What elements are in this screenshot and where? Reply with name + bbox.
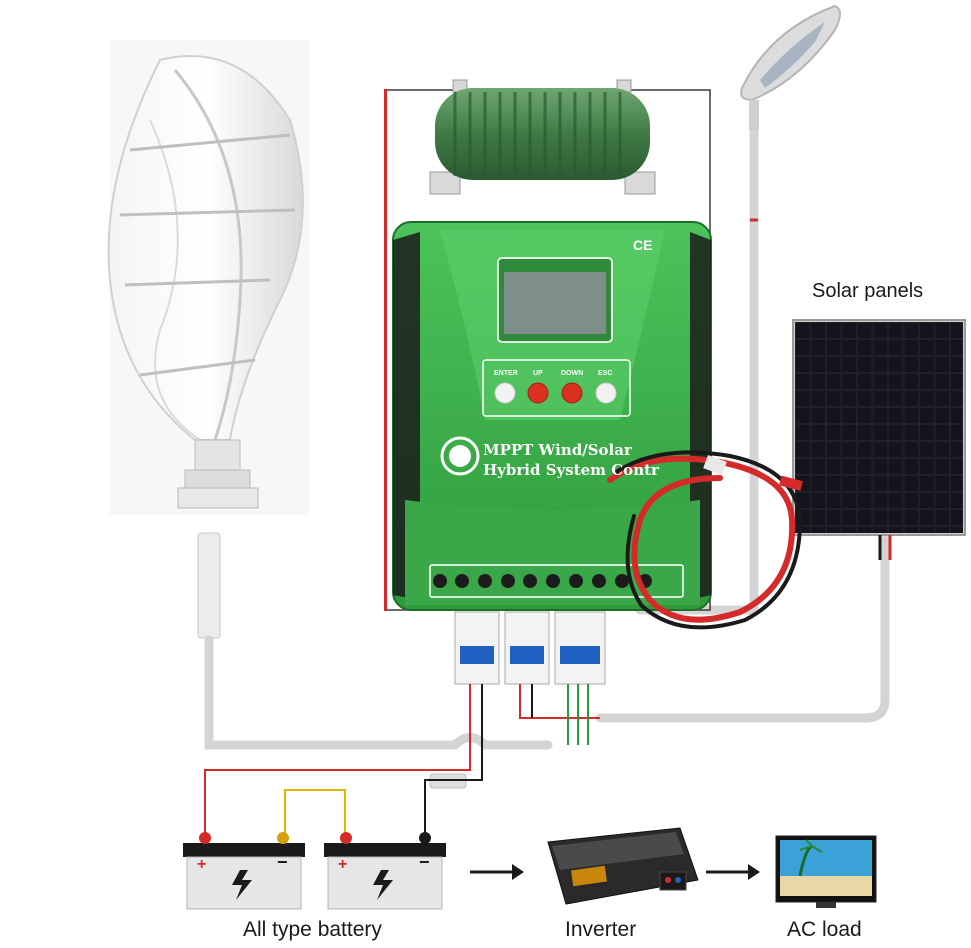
cable-coil <box>607 450 803 630</box>
ac-load-label: AC load <box>787 918 862 941</box>
up-button[interactable] <box>527 382 549 404</box>
down-button[interactable] <box>561 382 583 404</box>
wind-turbine-icon <box>107 40 310 515</box>
battery-negative-terminal-1: − <box>277 852 288 872</box>
up-button-label: UP <box>533 370 543 377</box>
tv-icon <box>775 835 877 908</box>
circuit-breakers <box>204 611 606 840</box>
solar-panel-icon <box>792 319 966 560</box>
battery-positive-terminal-1: + <box>197 856 207 873</box>
controller-title-line2: Hybrid System Contr <box>483 461 659 479</box>
battery-icon <box>183 832 446 910</box>
enter-button-label: ENTER <box>494 370 518 377</box>
cable-harness <box>197 125 890 789</box>
charge-controller <box>392 221 712 611</box>
battery-negative-terminal-2: − <box>419 852 430 872</box>
controller-title-line1: MPPT Wind/Solar <box>483 441 632 459</box>
esc-button[interactable] <box>595 382 617 404</box>
battery-label: All type battery <box>243 918 382 941</box>
esc-button-label: ESC <box>598 370 613 377</box>
inverter-label: Inverter <box>565 918 637 941</box>
arrow-right-icon <box>470 864 760 880</box>
solar-panels-label: Solar panels <box>812 280 924 302</box>
enter-button[interactable] <box>494 382 516 404</box>
street-lamp-icon <box>740 4 841 222</box>
battery-link-wire <box>284 789 346 840</box>
inverter-icon <box>547 827 699 905</box>
ce-mark: CE <box>633 237 653 253</box>
battery-positive-terminal-2: + <box>338 856 348 873</box>
down-button-label: DOWN <box>561 370 584 377</box>
